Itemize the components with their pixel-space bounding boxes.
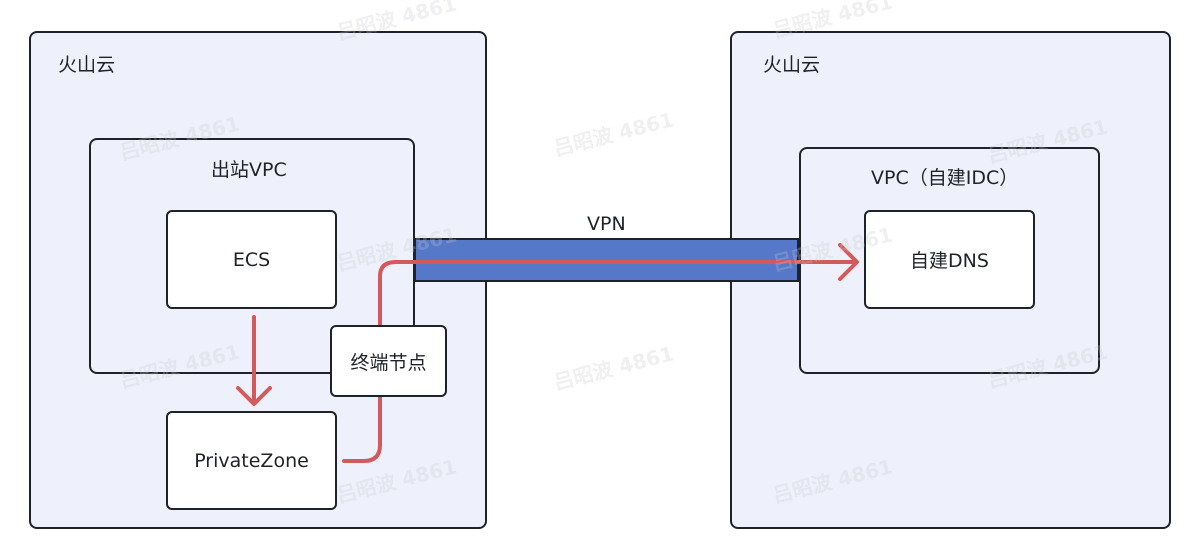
private-zone-node[interactable]: PrivateZone — [166, 411, 337, 510]
ecs-node[interactable]: ECS — [166, 210, 337, 309]
watermark: 吕昭波 4861 — [551, 107, 677, 161]
outbound-vpc-title: 出站VPC — [211, 159, 287, 181]
endpoint-label: 终端节点 — [350, 351, 427, 374]
vpn-label: VPN — [587, 213, 626, 235]
watermark: 吕昭波 4861 — [551, 341, 677, 395]
self-built-dns-node[interactable]: 自建DNS — [864, 210, 1035, 309]
idc-vpc-title: VPC（自建IDC） — [871, 167, 1019, 189]
left-cloud-title: 火山云 — [58, 54, 116, 76]
endpoint-node[interactable]: 终端节点 — [330, 325, 447, 397]
self-built-dns-label: 自建DNS — [910, 250, 989, 272]
right-cloud-title: 火山云 — [763, 54, 821, 76]
ecs-label: ECS — [232, 248, 271, 271]
private-zone-label: PrivateZone — [194, 449, 309, 472]
